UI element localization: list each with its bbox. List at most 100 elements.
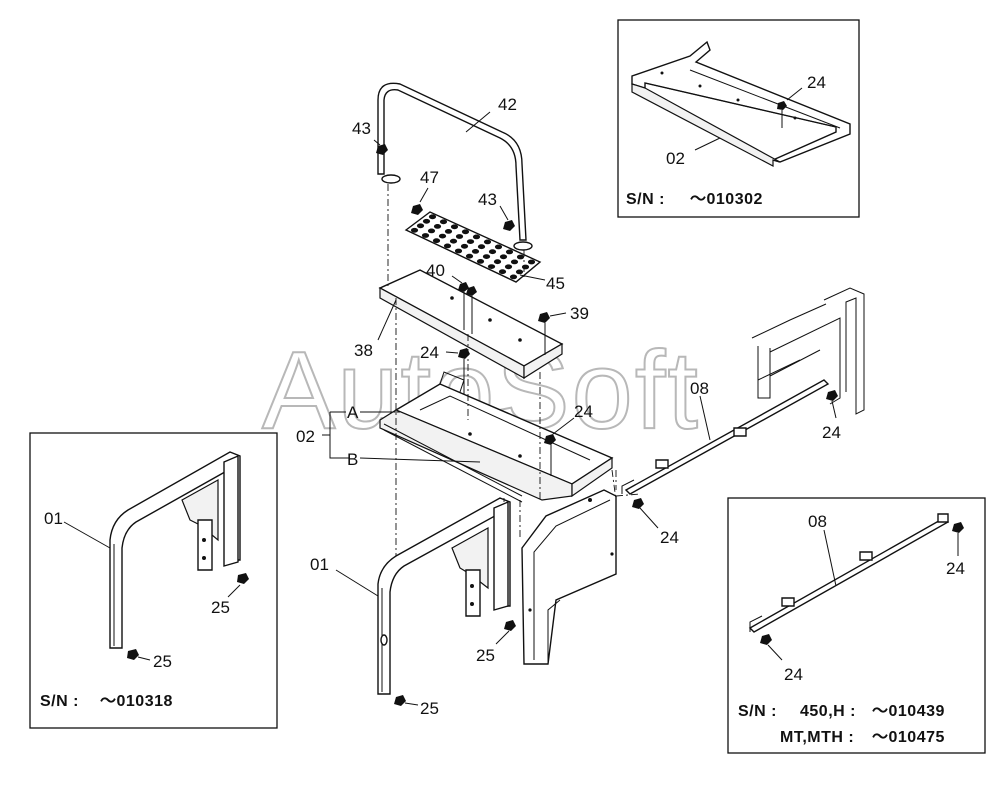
bolt-39-icon	[538, 312, 550, 355]
label-24b: 24	[784, 665, 803, 684]
label-B: B	[347, 450, 358, 469]
perforation-hole	[422, 218, 431, 224]
perforation-hole	[527, 259, 536, 265]
side-panel	[521, 489, 617, 665]
label-02: 02	[666, 149, 685, 168]
label-24a: 24	[946, 559, 965, 578]
perforation-hole	[494, 244, 503, 250]
bolt-25-icon	[394, 695, 419, 706]
perforation-hole	[476, 259, 485, 264]
perforation-hole	[510, 259, 519, 265]
label-42: 42	[498, 95, 517, 114]
label-01: 01	[44, 509, 63, 528]
perforation-hole	[488, 249, 497, 255]
inset-frame	[727, 497, 986, 754]
label-25a: 25	[476, 646, 495, 665]
label-43b: 43	[478, 190, 497, 209]
label-47: 47	[420, 168, 439, 187]
bolt-24-icon	[826, 390, 838, 419]
perforation-hole	[471, 249, 480, 254]
label-24a: 24	[420, 343, 439, 362]
label-08: 08	[808, 512, 827, 531]
perforation-hole	[450, 224, 459, 230]
perforation-hole	[521, 264, 530, 270]
sn-value-1: ～010439	[872, 703, 945, 720]
perforation-hole	[509, 274, 518, 280]
bolt-24-icon	[777, 101, 787, 128]
perforation-hole	[493, 259, 502, 265]
perforation-hole	[477, 244, 486, 250]
plate-38	[378, 269, 564, 380]
perforation-hole	[427, 228, 436, 234]
sn-value: ～010318	[100, 693, 173, 710]
perforation-hole	[449, 238, 458, 244]
perforation-hole	[482, 254, 491, 259]
sn-label: S/N :	[738, 703, 777, 720]
label-39: 39	[570, 304, 589, 323]
label-43a: 43	[352, 119, 371, 138]
perforation-hole	[515, 269, 524, 275]
label-08: 08	[690, 379, 709, 398]
label-25a: 25	[211, 598, 230, 617]
perforation-hole	[499, 254, 508, 260]
perforation-hole	[421, 233, 430, 238]
perforation-hole	[466, 239, 475, 245]
perforated-step-45	[404, 211, 542, 283]
sn-label: S/N :	[626, 191, 665, 208]
bolt-43-icon	[503, 220, 515, 231]
inset-left: 25 25 01 S/N : ～010318	[29, 432, 278, 729]
perforation-hole	[416, 223, 425, 229]
perforation-hole	[432, 238, 441, 244]
label-24c: 24	[822, 423, 841, 442]
main-exploded-view: 42 43 43 45 47	[296, 82, 865, 718]
part-08-old-bar	[748, 513, 950, 633]
perforation-hole	[439, 219, 448, 225]
inset-frame	[617, 19, 860, 218]
bolt-40-icon	[458, 282, 477, 334]
label-24b: 24	[574, 402, 593, 421]
perforation-hole	[487, 264, 496, 269]
label-25b: 25	[153, 652, 172, 671]
label-24d: 24	[660, 528, 679, 547]
bolt-24-icon	[544, 434, 556, 476]
bolt-47-icon	[411, 204, 423, 215]
sn-value-2: ～010475	[872, 729, 945, 746]
sn-model-2: MT,MTH :	[780, 729, 854, 746]
sn-model-1: 450,H :	[800, 703, 856, 720]
cab-outline-dashed	[751, 287, 865, 415]
perforation-hole	[483, 239, 492, 245]
perforation-hole	[443, 243, 452, 249]
bolt-24-icon	[952, 522, 964, 556]
alignment-lines	[387, 184, 641, 556]
bolt-24-icon	[760, 634, 783, 661]
perforation-hole	[438, 233, 447, 239]
part-01-old-guard	[109, 451, 241, 649]
bar-08	[621, 379, 830, 495]
perforation-hole	[410, 227, 419, 233]
perforation-hole	[433, 224, 442, 229]
perforation-hole	[504, 264, 513, 270]
bolt-25-icon	[127, 649, 151, 661]
label-45: 45	[546, 274, 565, 293]
perforation-hole	[455, 234, 464, 239]
label-02: 02	[296, 427, 315, 446]
bolt-25-icon	[227, 573, 249, 598]
perforation-hole	[505, 249, 514, 255]
part-02-old-frame	[631, 40, 851, 167]
perforation-hole	[465, 253, 474, 259]
sn-value: ～010302	[690, 191, 763, 208]
perforation-hole	[498, 269, 507, 275]
perforation-hole	[444, 229, 453, 234]
label-25b: 25	[420, 699, 439, 718]
perforation-hole	[460, 243, 469, 249]
perforation-hole	[454, 248, 463, 254]
inset-bottom-right: 24 24 08 S/N : 450,H : ～010439 MT,MTH : …	[727, 497, 986, 754]
perforation-hole	[472, 234, 481, 240]
inset-top-right: 24 02 S/N : ～010302	[617, 19, 860, 218]
handrail-42	[377, 82, 533, 251]
bolt-24-icon	[632, 498, 659, 529]
label-38: 38	[354, 341, 373, 360]
label-A: A	[347, 403, 359, 422]
perforation-hole	[428, 214, 437, 220]
